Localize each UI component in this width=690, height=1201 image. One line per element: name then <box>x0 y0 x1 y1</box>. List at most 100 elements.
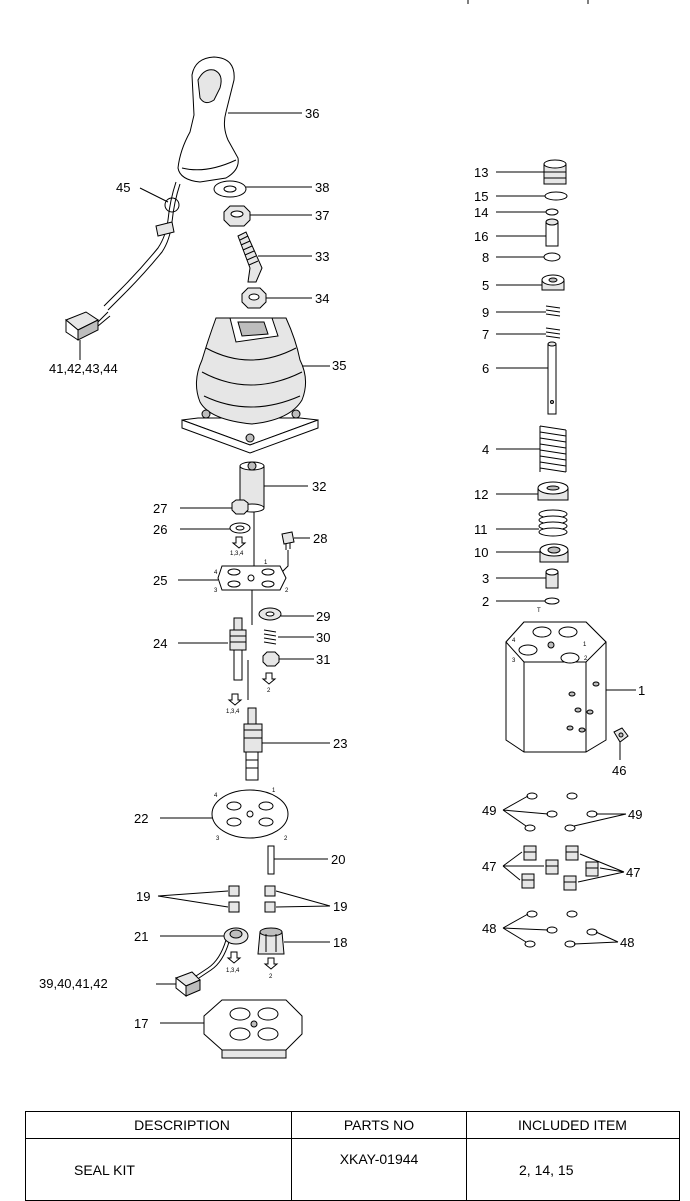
label-16: 16 <box>474 229 488 244</box>
part-29-nut <box>258 607 282 621</box>
svg-text:3: 3 <box>214 588 218 594</box>
label-48a: 48 <box>482 921 496 936</box>
svg-text:1: 1 <box>272 788 276 794</box>
svg-text:2: 2 <box>284 836 288 842</box>
part-22-guide-plate: 4 1 3 2 <box>211 788 289 842</box>
label-7: 7 <box>482 327 489 342</box>
svg-text:4: 4 <box>214 793 218 799</box>
label-32: 32 <box>312 479 326 494</box>
svg-text:2: 2 <box>584 656 588 662</box>
label-1: 1 <box>638 683 645 698</box>
svg-text:T: T <box>537 608 541 614</box>
table-header-row: DESCRIPTION PARTS NO INCLUDED ITEM <box>25 1111 680 1139</box>
part-8-o-ring <box>543 252 561 262</box>
seal-kit-table: DESCRIPTION PARTS NO INCLUDED ITEM SEAL … <box>25 1111 680 1201</box>
part-4-main-spring <box>539 425 567 473</box>
label-11: 11 <box>474 522 488 537</box>
label-15: 15 <box>474 189 488 204</box>
part-14-small-o-ring <box>545 208 559 216</box>
part-27-small-nut <box>231 499 249 515</box>
cell-included-item: 2, 14, 15 <box>466 1138 680 1201</box>
part-18-spool-cap <box>257 927 285 955</box>
label-8: 8 <box>482 250 489 265</box>
svg-text:3: 3 <box>512 658 516 664</box>
part-24-plunger <box>229 617 247 681</box>
part-11-spring <box>538 509 568 537</box>
svg-text:1,3,4: 1,3,4 <box>226 709 240 715</box>
label-13: 13 <box>474 165 488 180</box>
part-35-rubber-boot <box>181 317 319 454</box>
svg-text:2: 2 <box>267 688 271 694</box>
header-parts-no: PARTS NO <box>291 1111 467 1139</box>
part-30-spring <box>263 629 277 645</box>
label-35: 35 <box>332 358 346 373</box>
label-22: 22 <box>134 811 148 826</box>
label-23: 23 <box>333 736 347 751</box>
svg-text:1,3,4: 1,3,4 <box>230 551 244 557</box>
part-48-o-rings <box>524 910 598 948</box>
label-2: 2 <box>482 594 489 609</box>
part-37-nut <box>223 205 251 227</box>
label-47a: 47 <box>482 859 496 874</box>
label-19b: 19 <box>333 899 347 914</box>
label-38: 38 <box>315 180 329 195</box>
label-4: 4 <box>482 442 489 457</box>
label-17: 17 <box>134 1016 148 1031</box>
svg-text:4: 4 <box>214 570 218 576</box>
part-3-plunger <box>545 568 559 589</box>
part-34-lock-nut <box>241 287 267 309</box>
label-10: 10 <box>474 545 488 560</box>
part-13-plug <box>543 159 567 185</box>
label-45: 45 <box>116 180 130 195</box>
label-29: 29 <box>316 609 330 624</box>
label-28: 28 <box>313 531 327 546</box>
part-32-coupling <box>239 461 265 513</box>
label-6: 6 <box>482 361 489 376</box>
header-description: DESCRIPTION <box>25 1111 292 1139</box>
label-12: 12 <box>474 487 488 502</box>
label-24: 24 <box>153 636 167 651</box>
part-15-o-ring <box>544 191 568 201</box>
label-49a: 49 <box>482 803 496 818</box>
svg-text:4: 4 <box>512 638 516 644</box>
part-38-washer <box>213 180 247 198</box>
label-49b: 49 <box>628 807 642 822</box>
part-46-plug <box>613 727 629 743</box>
part-21-sensor <box>195 927 249 979</box>
cell-parts-no: XKAY-01944 <box>291 1138 467 1201</box>
part-6-spool <box>547 341 557 415</box>
part-16-guide <box>545 218 559 247</box>
label-33: 33 <box>315 249 329 264</box>
svg-text:2: 2 <box>269 974 273 980</box>
label-21: 21 <box>134 929 148 944</box>
part-10-seat <box>539 543 569 563</box>
label-26: 26 <box>153 522 167 537</box>
label-14: 14 <box>474 205 488 220</box>
label-19a: 19 <box>136 889 150 904</box>
label-3: 3 <box>482 571 489 586</box>
part-41-44-connector <box>65 311 111 341</box>
label-5: 5 <box>482 278 489 293</box>
part-23-push-rod <box>243 707 263 781</box>
part-12-spring-seat <box>537 481 569 501</box>
label-39-42: 39,40,41,42 <box>39 976 108 991</box>
part-1-valve-body: 4 1 3 2 T <box>505 608 607 753</box>
label-41-44: 41,42,43,44 <box>49 361 118 376</box>
part-33-threaded-shaft <box>237 231 263 283</box>
part-49-o-rings <box>524 792 598 832</box>
part-25-port-plate: 4 1 3 2 <box>214 560 289 594</box>
label-48b: 48 <box>620 935 634 950</box>
table-row: SEAL KIT XKAY-01944 2, 14, 15 <box>25 1138 680 1201</box>
svg-text:3: 3 <box>216 836 220 842</box>
label-46: 46 <box>612 763 626 778</box>
part-5-spring-seat <box>541 274 565 291</box>
svg-text:1,3,4: 1,3,4 <box>226 968 240 974</box>
label-20: 20 <box>331 852 345 867</box>
svg-text:1: 1 <box>264 560 268 566</box>
cell-description: SEAL KIT <box>25 1138 292 1201</box>
part-36-handle-grip <box>177 56 239 183</box>
part-20-pin <box>267 845 275 875</box>
exploded-parts-diagram: 36 38 37 33 34 45 41,42,43,44 <box>39 0 645 1059</box>
label-27: 27 <box>153 501 167 516</box>
label-18: 18 <box>333 935 347 950</box>
